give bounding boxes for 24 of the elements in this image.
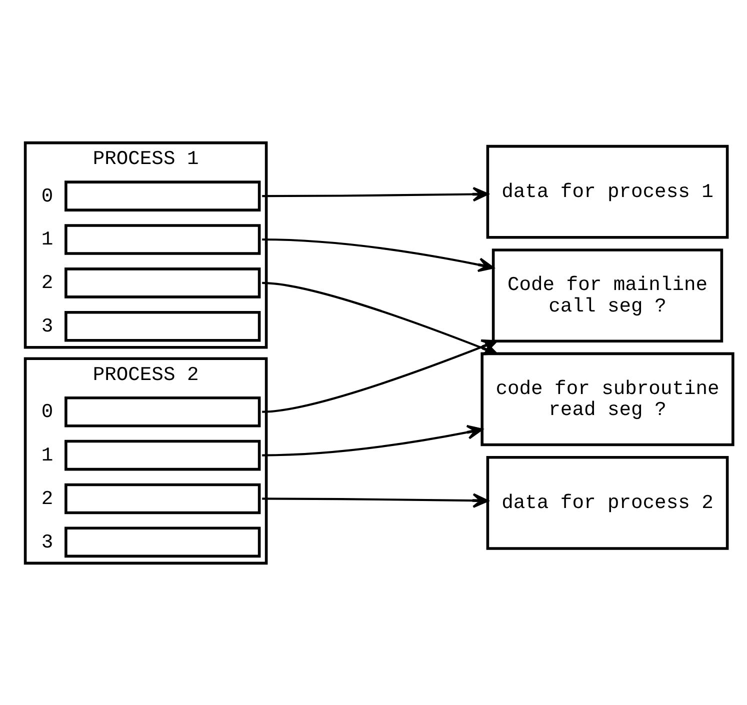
node-label: 3 (41, 530, 54, 553)
node-box (64, 224, 261, 254)
node-box: Code for mainline call seg ? (492, 248, 724, 342)
node-label: 2 (41, 487, 54, 510)
arrow (262, 186, 489, 202)
node-label: 0 (41, 184, 54, 207)
node-box (64, 267, 261, 298)
node-label: 1 (41, 444, 54, 466)
node-box: data for process 1 (486, 144, 729, 238)
node-label: 3 (41, 315, 54, 338)
node-box (64, 482, 261, 514)
arrow (262, 424, 483, 456)
node-label: 1 (41, 228, 54, 250)
node-box: code for subroutine read seg ? (480, 352, 734, 446)
node-box (64, 310, 261, 342)
node-label: 0 (41, 400, 54, 423)
node-label: 2 (41, 272, 54, 294)
arrow (262, 238, 494, 272)
node-box: data for process 2 (486, 456, 729, 550)
node-box (64, 526, 261, 558)
arrow (262, 492, 489, 508)
node-box (64, 180, 261, 211)
node-box (64, 396, 261, 427)
node-box (64, 439, 261, 470)
